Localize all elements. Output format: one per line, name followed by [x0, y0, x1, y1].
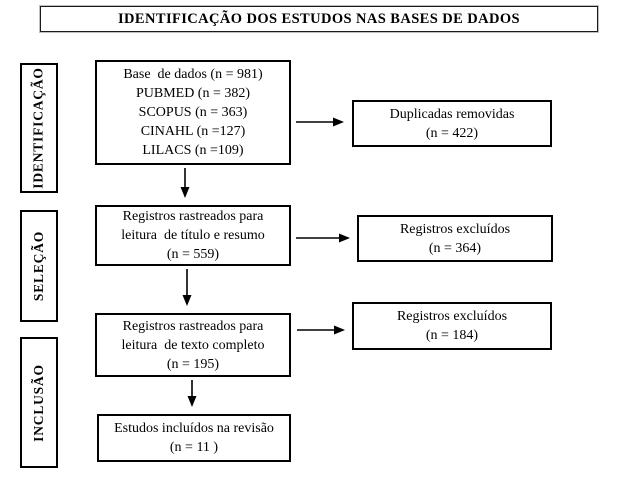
databases-total-line: Base de dados (n = 981) [123, 67, 263, 82]
full-text-line-1: Registros rastreados para [122, 318, 264, 334]
diagram-title: IDENTIFICAÇÃO DOS ESTUDOS NAS BASES DE D… [118, 10, 520, 27]
excluded-title-abstract-box: Registros excluídos (n = 364) [357, 215, 553, 262]
title-abstract-line-2: leitura de título e resumo [121, 228, 265, 243]
excluded-ft-line-1: Registros excluídos [396, 309, 508, 324]
full-text-count: (n = 195) [166, 356, 220, 372]
full-text-line-2: leitura de texto completo [121, 337, 265, 353]
databases-lilacs-line: LILACS (n =109) [142, 143, 244, 158]
duplicates-line-1: Duplicadas removidas [389, 106, 515, 122]
title-abstract-line-1: Registros rastreados para [122, 209, 264, 224]
stage-box-selecao: SELEÇÃO [20, 210, 58, 322]
databases-scopus-line: SCOPUS (n = 363) [138, 105, 248, 120]
duplicates-removed-box: Duplicadas removidas (n = 422) [352, 100, 552, 147]
excluded-ta-count: (n = 364) [428, 240, 482, 256]
stage-box-identificacao: IDENTIFICAÇÃO [20, 63, 58, 193]
excluded-ft-count: (n = 184) [425, 328, 479, 343]
databases-cinahl-line: CINAHL (n =127) [140, 124, 246, 139]
stage-box-inclusao: INCLUSÃO [20, 337, 58, 468]
stage-label-selecao: SELEÇÃO [31, 230, 46, 302]
title-abstract-screening-box: Registros rastreados para leitura de tít… [95, 205, 291, 266]
title-abstract-count: (n = 559) [166, 247, 220, 262]
stage-label-inclusao: INCLUSÃO [31, 363, 47, 442]
stage-label-identificacao: IDENTIFICAÇÃO [31, 67, 47, 189]
full-text-screening-box: Registros rastreados para leitura de tex… [95, 313, 291, 377]
included-line-1: Estudos incluídos na revisão [114, 421, 274, 436]
excluded-ta-line-1: Registros excluídos [399, 221, 511, 237]
included-count: (n = 11 ) [169, 440, 219, 455]
included-studies-box: Estudos incluídos na revisão (n = 11 ) [97, 414, 291, 462]
excluded-full-text-box: Registros excluídos (n = 184) [352, 302, 552, 350]
diagram-title-box: IDENTIFICAÇÃO DOS ESTUDOS NAS BASES DE D… [40, 6, 598, 32]
databases-pubmed-line: PUBMED (n = 382) [135, 86, 251, 101]
duplicates-count: (n = 422) [425, 125, 479, 141]
databases-box: Base de dados (n = 981) PUBMED (n = 382)… [95, 60, 291, 165]
